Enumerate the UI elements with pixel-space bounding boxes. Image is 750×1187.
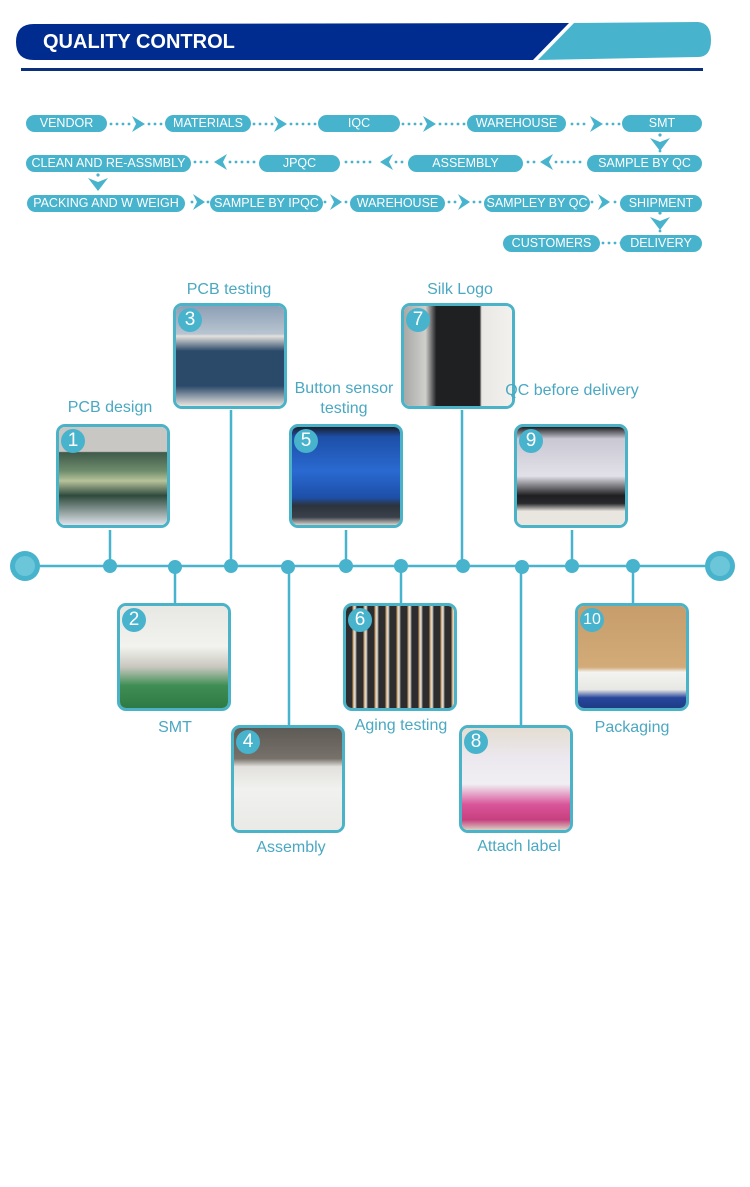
down-arrow-connector <box>650 133 670 153</box>
stage-label: Button sensor testing <box>294 380 394 417</box>
flow-step-sample-by-qc: SAMPLE BY QC <box>587 155 702 172</box>
flow-step-packing-weigh: PACKING AND W WEIGH <box>27 195 185 212</box>
flow-step-warehouse: WAREHOUSE <box>467 115 566 132</box>
timeline-node <box>168 560 182 574</box>
stage-number-badge: 9 <box>519 429 543 453</box>
dotted-connector-right <box>401 116 466 132</box>
flow-step-smt: SMT <box>622 115 702 132</box>
timeline-node <box>103 559 117 573</box>
stage-label: Attach label <box>477 838 561 855</box>
timeline-node <box>626 559 640 573</box>
stage-card-aging-testing: 6 <box>343 603 457 711</box>
dotted-connector-right <box>570 116 621 132</box>
stage-number-badge: 4 <box>236 730 260 754</box>
dotted-connector-left <box>193 154 256 170</box>
stage-number-badge: 1 <box>61 429 85 453</box>
stage-label: PCB design <box>67 399 153 416</box>
timeline-node <box>339 559 353 573</box>
timeline-node <box>565 559 579 573</box>
dotted-connector-right <box>109 116 163 132</box>
section-header-banner: QUALITY CONTROL <box>14 22 714 62</box>
stage-label: Silk Logo <box>427 281 493 298</box>
dotted-connector-right <box>190 194 210 210</box>
flow-step-sampley-by-qc: SAMPLEY BY QC <box>484 195 590 212</box>
dotted-connector-right <box>323 194 348 210</box>
flow-step-assembly: ASSEMBLY <box>408 155 523 172</box>
flow-step-vendor: VENDOR <box>26 115 107 132</box>
flow-step-shipment: SHIPMENT <box>620 195 702 212</box>
stage-card-silk-logo: 7 <box>401 303 515 409</box>
dotted-connector-right <box>252 116 317 132</box>
stage-number-badge: 8 <box>464 730 488 754</box>
timeline-node <box>281 560 295 574</box>
stage-number-badge: 6 <box>348 608 372 632</box>
stage-number-badge: 10 <box>580 608 604 632</box>
flow-step-iqc: IQC <box>318 115 400 132</box>
stage-card-pcb-design: 1 <box>56 424 170 528</box>
stage-card-packaging: 10 <box>575 603 689 711</box>
stage-card-button-sensor-testing: 5 <box>289 424 403 528</box>
flow-step-clean-reassembly: CLEAN AND RE-ASSMBLY <box>26 155 191 172</box>
stage-number-badge: 7 <box>406 308 430 332</box>
dotted-connector-right <box>590 194 617 210</box>
stage-card-pcb-testing: 3 <box>173 303 287 409</box>
timeline-lines <box>10 410 735 726</box>
stage-card-attach-label: 8 <box>459 725 573 833</box>
flow-step-sample-by-ipqc: SAMPLE BY IPQC <box>210 195 323 212</box>
flow-step-jpqc: JPQC <box>259 155 340 172</box>
stage-number-badge: 5 <box>294 429 318 453</box>
down-arrow-connector <box>88 173 108 191</box>
down-arrow-connector <box>650 211 670 233</box>
stage-label: QC before delivery <box>505 382 639 399</box>
timeline-node <box>224 559 238 573</box>
flow-step-materials: MATERIALS <box>165 115 251 132</box>
dotted-connector-right <box>447 194 482 210</box>
stage-label: SMT <box>158 719 192 736</box>
stage-label: PCB testing <box>186 281 272 298</box>
header-divider <box>21 68 703 71</box>
flow-step-warehouse-2: WAREHOUSE <box>350 195 445 212</box>
stage-card-smt: 2 <box>117 603 231 711</box>
stage-number-badge: 3 <box>178 308 202 332</box>
flow-step-delivery: DELIVERY <box>620 235 702 252</box>
dotted-connector-left <box>344 154 404 170</box>
stage-number-badge: 2 <box>122 608 146 632</box>
flow-step-customers: CUSTOMERS <box>503 235 600 252</box>
section-title: QUALITY CONTROL <box>43 31 235 53</box>
stage-label: Packaging <box>594 719 670 736</box>
stage-card-assembly: 4 <box>231 725 345 833</box>
stage-label: Assembly <box>256 839 326 856</box>
timeline-node <box>515 560 529 574</box>
timeline-node <box>456 559 470 573</box>
stage-card-qc-before-delivery: 9 <box>514 424 628 528</box>
dotted-connector-left <box>526 154 582 170</box>
stage-label: Aging testing <box>354 717 448 734</box>
banner-shape <box>16 22 711 60</box>
timeline-node <box>394 559 408 573</box>
